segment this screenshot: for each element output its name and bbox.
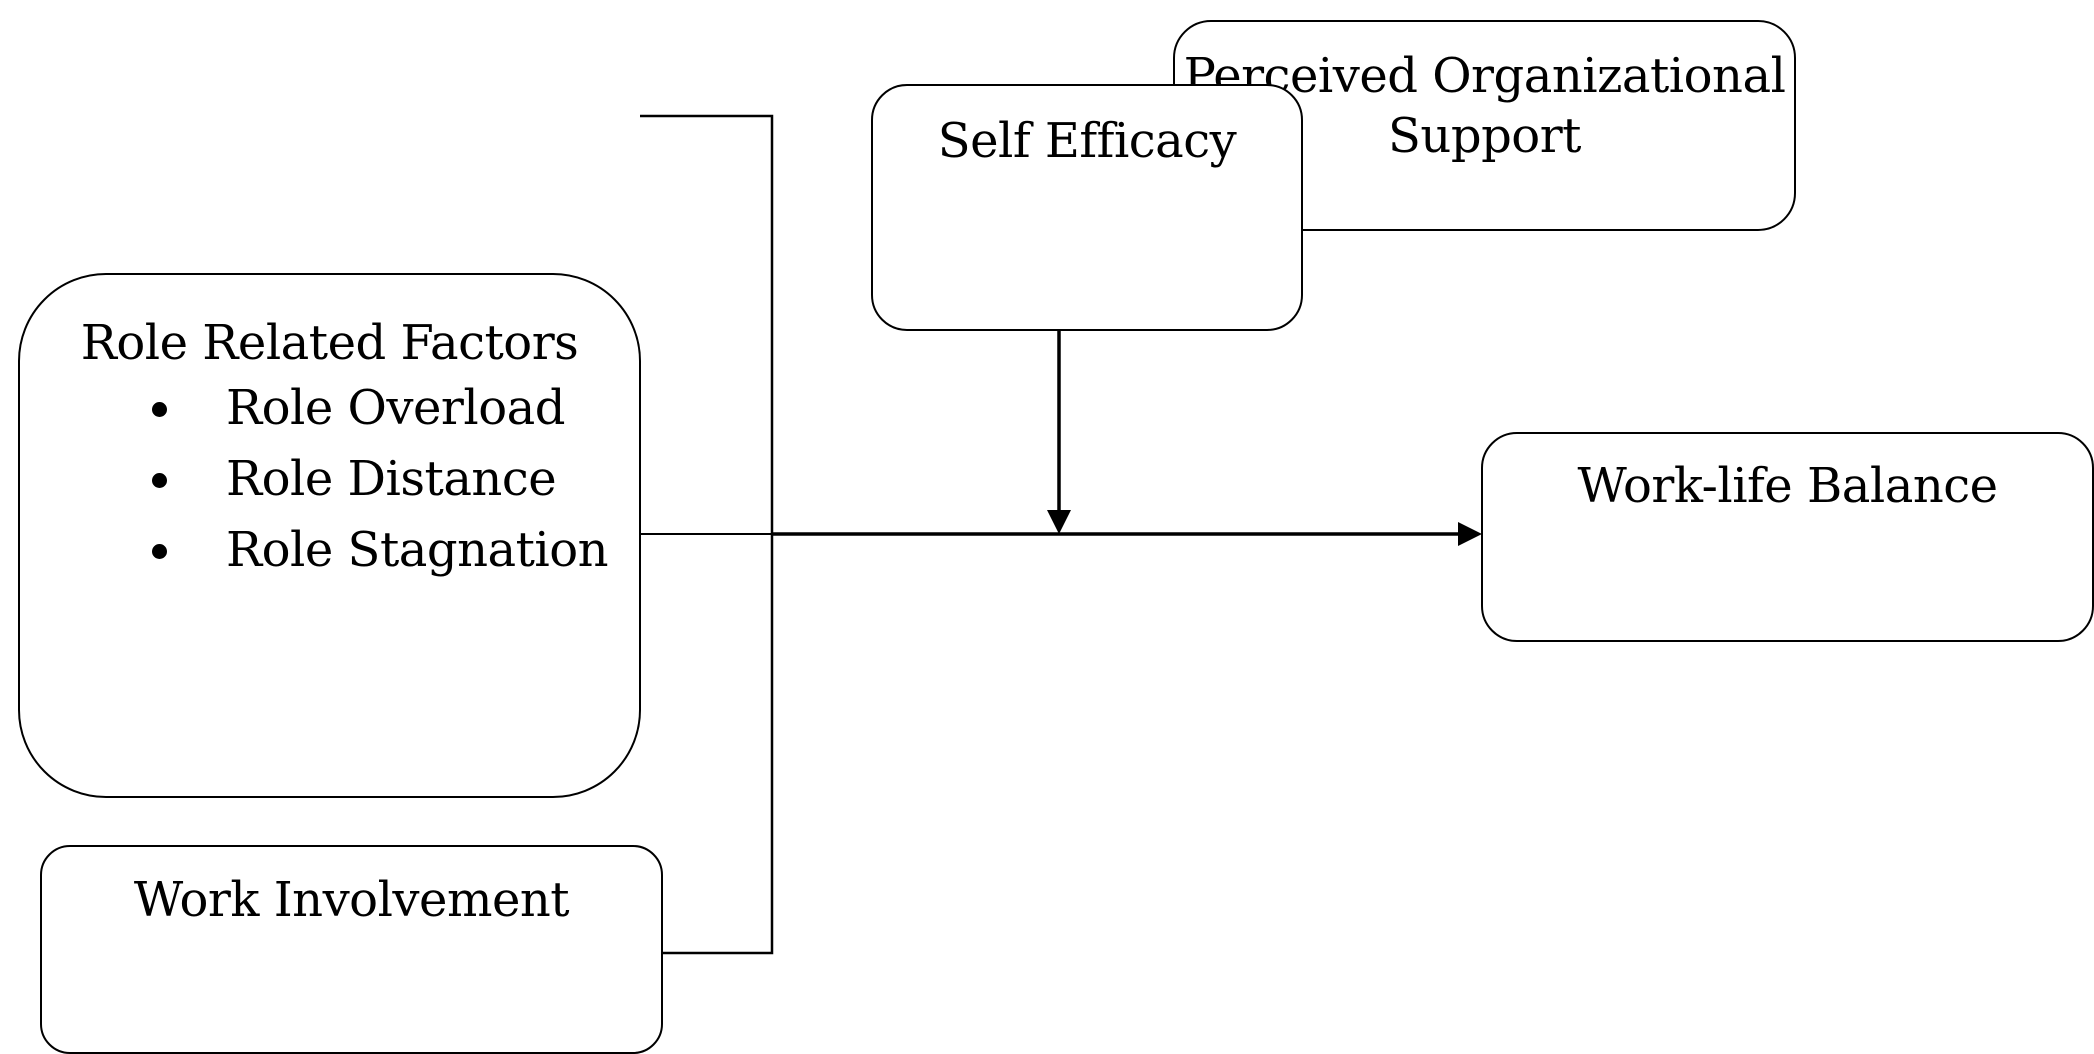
work-life-balance-title: Work-life Balance xyxy=(1577,458,1998,514)
list-item-label: Role Overload xyxy=(226,380,565,436)
list-item: Role Distance xyxy=(20,444,608,515)
role-related-factors-box: Role Related Factors Role Overload Role … xyxy=(18,273,641,798)
work-involvement-title: Work Involvement xyxy=(133,872,570,928)
list-item-label: Role Distance xyxy=(226,451,557,507)
role-related-factors-title: Role Related Factors xyxy=(80,315,579,371)
role-factors-list: Role Overload Role Distance Role Stagnat… xyxy=(20,373,609,586)
main-arrow-head xyxy=(1458,522,1482,546)
list-item: Role Overload xyxy=(20,373,608,444)
self-efficacy-box: Self Efficacy xyxy=(871,84,1303,331)
bracket-top-line xyxy=(640,114,774,955)
bullet-icon xyxy=(152,402,167,417)
list-item-label: Role Stagnation xyxy=(226,522,609,578)
self-efficacy-title: Self Efficacy xyxy=(937,113,1237,169)
work-life-balance-box: Work-life Balance xyxy=(1481,432,2094,642)
bullet-icon xyxy=(152,544,167,559)
work-involvement-box: Work Involvement xyxy=(40,845,663,1054)
bullet-icon xyxy=(152,473,167,488)
moderator-arrow-head xyxy=(1047,510,1071,534)
perceived-org-support-line2: Support xyxy=(1388,108,1581,164)
list-item: Role Stagnation xyxy=(20,515,609,586)
